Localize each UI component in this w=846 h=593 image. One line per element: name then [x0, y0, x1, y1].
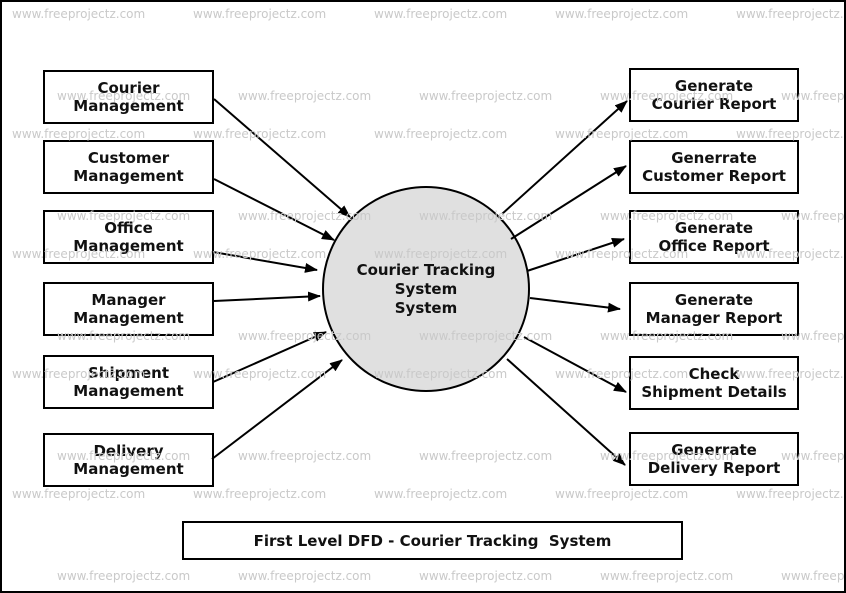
watermark-text: www.freeprojectz.com — [57, 569, 191, 583]
entity-label: Delivery Management — [73, 442, 184, 478]
arrow-shipment-management-to-process — [212, 331, 327, 383]
watermark-text: www.freeprojectz.com — [555, 487, 689, 501]
entity-box-shipment-management: Shipment Management — [43, 355, 214, 409]
output-label: Generate Office Report — [658, 219, 770, 255]
arrow-customer-management-to-process — [213, 178, 335, 241]
watermark-text: www.freeprojectz.com — [736, 127, 844, 141]
entity-box-customer-management: Customer Management — [43, 140, 214, 194]
process-circle-courier-tracking-system: Courier Tracking System System — [322, 186, 530, 392]
watermark-text: www.freeprojectz.com — [374, 487, 508, 501]
watermark-text: www.freeprojectz.com — [374, 7, 508, 21]
watermark-text: www.freeprojectz.com — [12, 7, 146, 21]
watermark-text: www.freeprojectz.com — [736, 487, 844, 501]
watermark-text: www.freeprojectz.com — [374, 127, 508, 141]
watermark-text: www.freeprojectz.com — [419, 449, 553, 463]
entity-label: Shipment Management — [73, 364, 184, 400]
watermark-text: www.freeprojectz.com — [781, 569, 846, 583]
output-label: Generate Courier Report — [651, 77, 777, 113]
output-label: Generate Manager Report — [645, 291, 783, 327]
entity-box-delivery-management: Delivery Management — [43, 433, 214, 487]
diagram-title-box: First Level DFD - Courier Tracking Syste… — [182, 521, 683, 560]
entity-label: Courier Management — [73, 79, 184, 115]
arrow-process-to-generate-manager-report — [529, 297, 621, 313]
arrow-courier-management-to-process — [213, 98, 351, 218]
output-box-generate-delivery-report: Generrate Delivery Report — [629, 432, 799, 486]
watermark-text: www.freeprojectz.com — [193, 127, 327, 141]
watermark-text: www.freeprojectz.com — [600, 569, 734, 583]
watermark-text: www.freeprojectz.com — [193, 487, 327, 501]
output-box-check-shipment-details: Check Shipment Details — [629, 356, 799, 410]
arrow-office-management-to-process — [212, 251, 318, 273]
output-box-generate-office-report: Generate Office Report — [629, 210, 799, 264]
output-label: Generrate Customer Report — [642, 149, 786, 185]
output-label: Generrate Delivery Report — [647, 441, 781, 477]
output-box-generate-courier-report: Generate Courier Report — [629, 68, 799, 122]
watermark-text: www.freeprojectz.com — [555, 7, 689, 21]
watermark-text: www.freeprojectz.com — [193, 7, 327, 21]
entity-box-office-management: Office Management — [43, 210, 214, 264]
entity-label: Office Management — [73, 219, 184, 255]
entity-label: Manager Management — [73, 291, 184, 327]
arrow-process-to-generate-delivery-report — [506, 358, 626, 466]
entity-box-manager-management: Manager Management — [43, 282, 214, 336]
arrow-process-to-generate-office-report — [526, 238, 625, 272]
watermark-text: www.freeprojectz.com — [419, 89, 553, 103]
watermark-text: www.freeprojectz.com — [555, 127, 689, 141]
output-label: Check Shipment Details — [641, 365, 787, 401]
watermark-text: www.freeprojectz.com — [736, 7, 844, 21]
entity-label: Customer Management — [73, 149, 184, 185]
arrow-process-to-check-shipment-details — [523, 336, 627, 393]
watermark-text: www.freeprojectz.com — [12, 487, 146, 501]
arrow-delivery-management-to-process — [211, 359, 343, 460]
process-label: Courier Tracking System System — [356, 260, 496, 317]
diagram-title: First Level DFD - Courier Tracking Syste… — [253, 531, 612, 550]
watermark-text: www.freeprojectz.com — [238, 449, 372, 463]
watermark-text: www.freeprojectz.com — [238, 569, 372, 583]
arrow-process-to-generate-courier-report — [501, 100, 628, 215]
output-box-generate-manager-report: Generate Manager Report — [629, 282, 799, 336]
arrow-process-to-generate-customer-report — [510, 165, 627, 240]
watermark-text: www.freeprojectz.com — [12, 127, 146, 141]
output-box-generate-customer-report: Generrate Customer Report — [629, 140, 799, 194]
watermark-text: www.freeprojectz.com — [238, 89, 372, 103]
watermark-text: www.freeprojectz.com — [419, 569, 553, 583]
entity-box-courier-management: Courier Management — [43, 70, 214, 124]
arrow-manager-management-to-process — [213, 291, 321, 302]
